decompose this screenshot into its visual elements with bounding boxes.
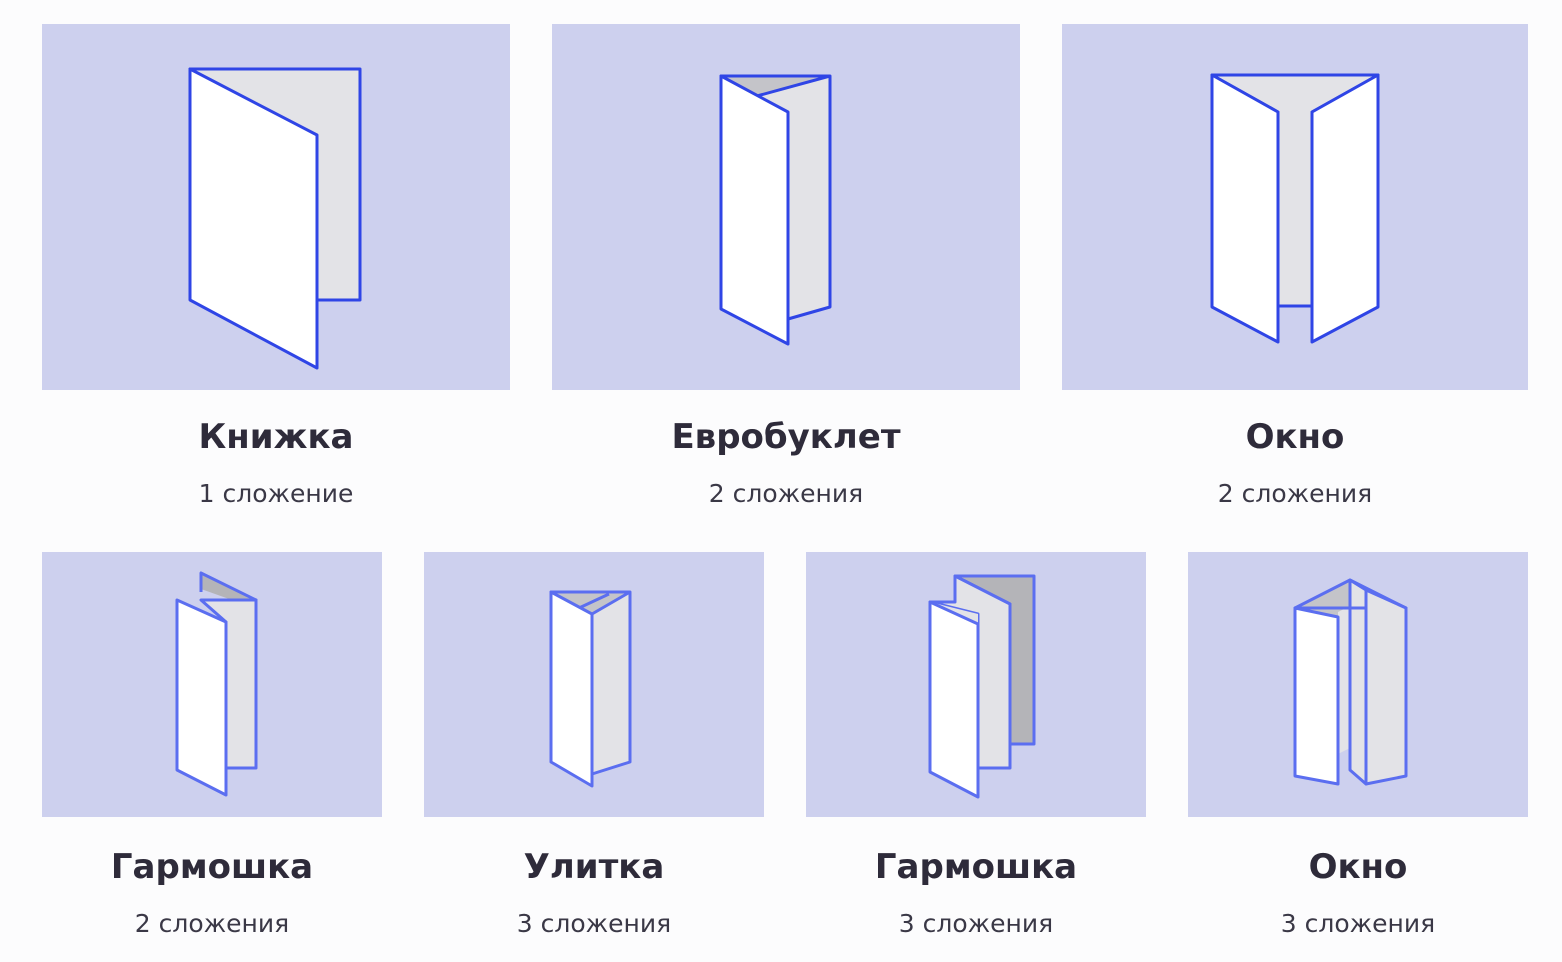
fold-title: Евробуклет xyxy=(671,417,901,457)
fold-card-book[interactable] xyxy=(42,24,510,390)
fold-subtitle: 2 сложения xyxy=(708,479,864,508)
fold-subtitle: 3 сложения xyxy=(1280,909,1436,938)
fold-subtitle: 1 сложение xyxy=(198,479,354,508)
book-fold-icon xyxy=(188,67,362,370)
fold-title: Улитка xyxy=(523,847,665,887)
fold-title: Окно xyxy=(1308,847,1408,887)
fold-subtitle: 2 сложения xyxy=(134,909,290,938)
fold-card-accordion-3[interactable] xyxy=(806,552,1146,817)
fold-title: Гармошка xyxy=(110,847,314,887)
window-fold-icon xyxy=(1210,73,1380,344)
fold-subtitle: 3 сложения xyxy=(516,909,672,938)
fold-card-window[interactable] xyxy=(1062,24,1528,390)
accordion-3-fold-icon xyxy=(928,574,1036,799)
window-3-fold-icon xyxy=(1293,578,1408,786)
fold-card-window-3[interactable] xyxy=(1188,552,1528,817)
fold-card-accordion-2[interactable] xyxy=(42,552,382,817)
fold-title: Гармошка xyxy=(874,847,1078,887)
roll-fold-icon xyxy=(549,590,632,788)
fold-subtitle: 3 сложения xyxy=(898,909,1054,938)
fold-title: Книжка xyxy=(198,417,354,457)
fold-title: Окно xyxy=(1245,417,1345,457)
fold-card-eurobooklet[interactable] xyxy=(552,24,1020,390)
fold-card-roll[interactable] xyxy=(424,552,764,817)
eurobooklet-fold-icon xyxy=(719,74,832,346)
accordion-fold-icon xyxy=(175,571,258,797)
fold-subtitle: 2 сложения xyxy=(1217,479,1373,508)
